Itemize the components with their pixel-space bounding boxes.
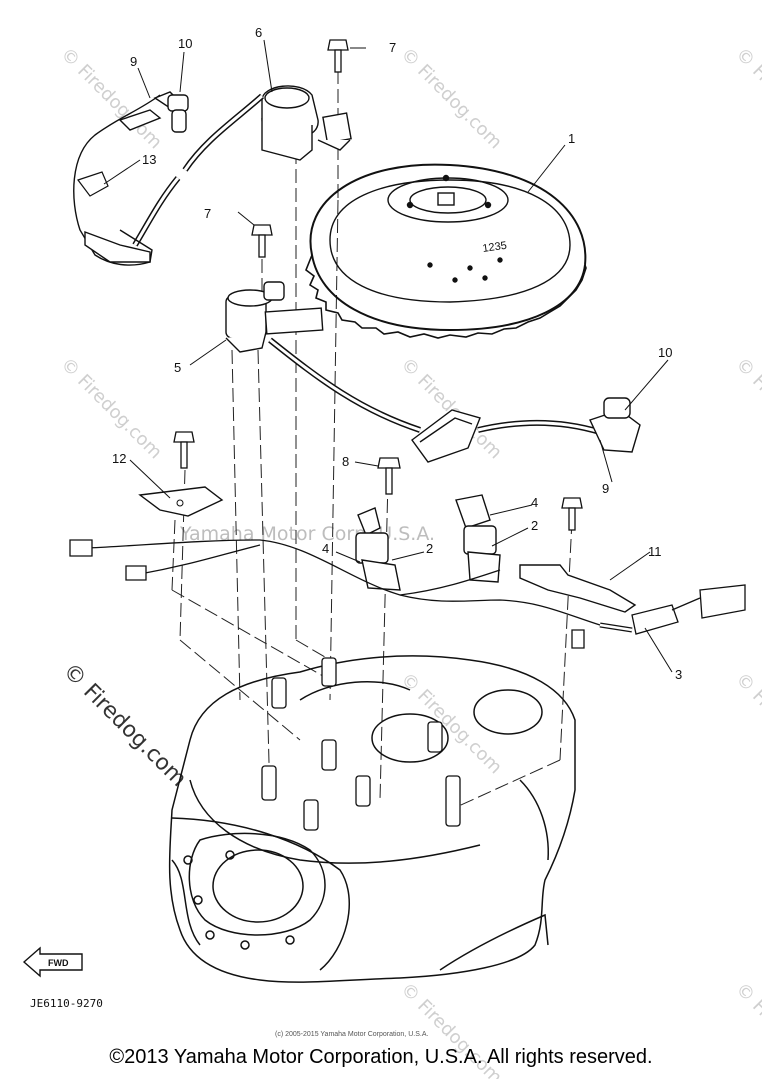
callout-3: 3 xyxy=(675,667,682,682)
copyright-notice: ©2013 Yamaha Motor Corporation, U.S.A. A… xyxy=(109,1046,653,1068)
bolt-7-top xyxy=(327,39,349,73)
watermark-prominent: © Firedog.com xyxy=(58,659,191,792)
callout-13: 13 xyxy=(142,152,156,167)
callout-6: 6 xyxy=(255,25,262,40)
screw-12 xyxy=(173,431,195,469)
callout-12: 12 xyxy=(112,451,126,466)
leader-lines xyxy=(103,39,673,673)
fwd-label: FWD xyxy=(48,958,69,968)
bracket-hole xyxy=(176,499,184,507)
bracket-12 xyxy=(138,486,224,517)
callout-1: 1 xyxy=(568,131,575,146)
watermark: © Firedog.com xyxy=(56,44,166,154)
bolts xyxy=(173,39,583,531)
wiring-harness xyxy=(69,539,746,649)
watermark-company: Yamaha Motor Corp. U.S.A. xyxy=(179,523,435,545)
watermark: © Firedog.com xyxy=(731,44,762,154)
crankcase-bosses xyxy=(261,657,461,831)
callout-2: 2 xyxy=(426,541,433,556)
screw-11 xyxy=(561,497,583,531)
flywheel-marking: 1235 xyxy=(482,240,508,255)
bracket-11 xyxy=(519,564,637,613)
ignition-coil-upper xyxy=(73,85,352,266)
diagram-code: JE6110-9270 xyxy=(30,997,103,1010)
assembly-lines xyxy=(171,70,573,811)
callout-2: 2 xyxy=(531,518,538,533)
crankcase xyxy=(168,655,576,983)
watermark: © Firedog.com xyxy=(731,669,762,779)
flywheel: 1235 xyxy=(305,163,587,339)
callout-9: 9 xyxy=(130,54,137,69)
watermark: © Firedog.com xyxy=(396,44,506,154)
small-copyright: (c) 2005-2015 Yamaha Motor Corporation, … xyxy=(275,1031,428,1038)
callout-10: 10 xyxy=(178,36,192,51)
callouts: 1 2 2 3 4 4 5 6 7 7 8 9 9 10 10 11 12 13 xyxy=(112,25,682,682)
bolt-8 xyxy=(377,457,401,495)
callout-4: 4 xyxy=(531,495,538,510)
fwd-arrow-icon: FWD xyxy=(22,946,83,978)
watermark: © Firedog.com xyxy=(56,354,166,464)
callout-11: 11 xyxy=(648,544,662,559)
ignition-coil-lower xyxy=(225,281,641,463)
callout-7: 7 xyxy=(204,206,211,221)
callout-8: 8 xyxy=(342,454,349,469)
pulser-coils xyxy=(355,494,501,591)
watermark: © Firedog.com xyxy=(731,354,762,464)
callout-4: 4 xyxy=(322,541,329,556)
callout-10: 10 xyxy=(658,345,672,360)
callout-9: 9 xyxy=(602,481,609,496)
callout-5: 5 xyxy=(174,360,181,375)
callout-7: 7 xyxy=(389,40,396,55)
bolt-7-middle xyxy=(251,224,273,258)
